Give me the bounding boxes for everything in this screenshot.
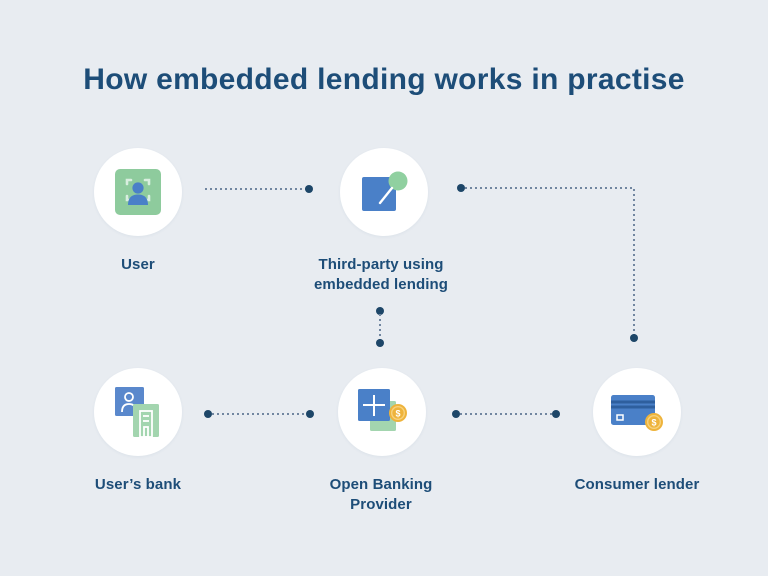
consumer-lender-circle: $ [593,368,681,456]
connector-endpoint-dot [204,410,212,418]
svg-text:$: $ [395,409,400,419]
document-magnifier-icon [362,171,408,211]
dotted-line [212,413,306,415]
connector-endpoint-dot [306,410,314,418]
connector-endpoint-dot [376,339,384,347]
dotted-line [465,187,634,189]
connector-endpoint-dot [552,410,560,418]
connector-endpoint-dot [452,410,460,418]
credit-card-coin-icon: $ [611,395,663,431]
node-third-party [340,148,428,236]
node-open-banking: $ [338,368,426,456]
node-consumer-lender: $ [593,368,681,456]
connector-endpoint-dot [457,184,465,192]
connector-endpoint-dot [305,185,313,193]
node-users-bank [94,368,182,456]
node-label-third-party: Third-party using embedded lending [313,256,449,293]
dotted-line [460,413,553,415]
svg-text:$: $ [651,418,656,428]
connector-endpoint-dot [376,307,384,315]
open-banking-circle: $ [338,368,426,456]
face-scan-icon [115,169,161,215]
connector-endpoint-dot [630,334,638,342]
node-user [94,148,182,236]
node-label-users-bank: User’s bank [94,476,182,493]
third-party-circle [340,148,428,236]
dotted-line [379,314,381,340]
page-title: How embedded lending works in practise [83,63,685,96]
dotted-line [205,188,309,190]
person-building-icon [115,387,159,438]
users-bank-circle [94,368,182,456]
node-label-consumer-lender: Consumer lender [574,476,700,493]
node-label-open-banking: Open Banking Provider [329,476,433,513]
plus-card-coin-icon: $ [358,389,407,431]
user-circle [94,148,182,236]
node-label-user: User [121,256,155,273]
dotted-line [633,189,635,335]
